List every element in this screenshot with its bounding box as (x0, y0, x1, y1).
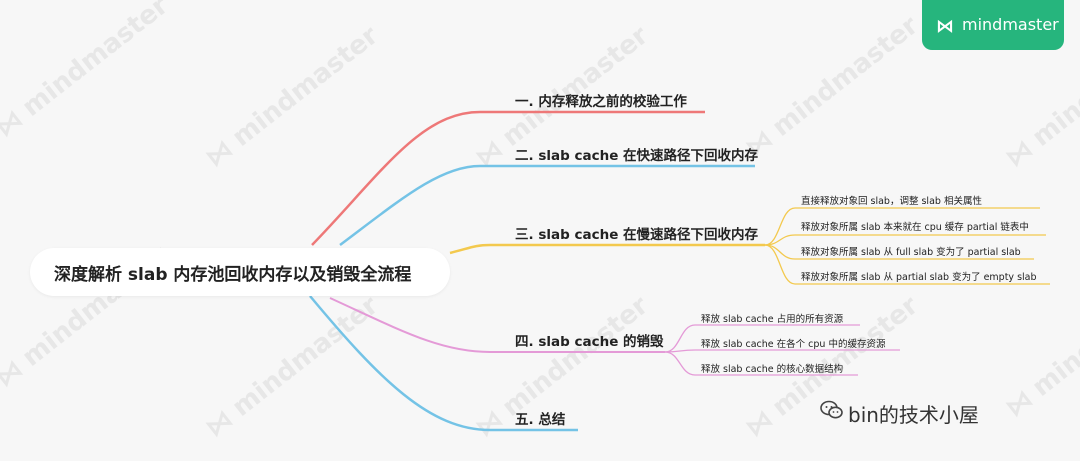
connector-branch-5 (309, 295, 578, 432)
mindmaster-logo: ⋈ mindmaster (922, 0, 1064, 50)
connector-branch-4 (329, 297, 665, 353)
branch-2-label[interactable]: 二. slab cache 在快速路径下回收内存 (515, 148, 759, 164)
branch-3-child-1[interactable]: 直接释放对象回 slab，调整 slab 相关属性 (801, 196, 982, 207)
connector-b4-child-1 (664, 324, 860, 353)
wechat-icon (820, 400, 843, 419)
root-node-label: 深度解析 slab 内存池回收内存以及销毁全流程 (54, 265, 412, 285)
branch-1-label[interactable]: 一. 内存释放之前的校验工作 (515, 94, 687, 110)
root-node[interactable]: 深度解析 slab 内存池回收内存以及销毁全流程 (30, 248, 450, 296)
branch-4-child-1[interactable]: 释放 slab cache 占用的所有资源 (701, 314, 844, 325)
branch-4-label[interactable]: 四. slab cache 的销毁 (515, 334, 664, 350)
connector-b4-child-3 (664, 351, 858, 376)
connector-b4-child-2 (664, 349, 900, 353)
connector-b3-child-1 (764, 207, 1040, 246)
connector-b3-child-2 (764, 234, 1046, 246)
branch-3-child-2[interactable]: 释放对象所属 slab 本来就在 cpu 缓存 partial 链表中 (801, 222, 1029, 233)
mindmaster-logo-icon: ⋈ (936, 16, 954, 37)
branch-3-child-4[interactable]: 释放对象所属 slab 从 partial slab 变为了 empty sla… (801, 272, 1037, 283)
branch-3-child-3[interactable]: 释放对象所属 slab 从 full slab 变为了 partial slab (801, 247, 1021, 258)
connector-b3-child-4 (764, 244, 1050, 285)
connector-branch-1 (311, 110, 705, 246)
branch-4-child-2[interactable]: 释放 slab cache 在各个 cpu 中的缓存资源 (701, 339, 886, 350)
connector-branch-2 (339, 164, 755, 246)
connector-branch-3 (449, 243, 765, 255)
mindmaster-logo-text: mindmaster (962, 15, 1059, 34)
branch-4-child-3[interactable]: 释放 slab cache 的核心数据结构 (701, 364, 844, 375)
wechat-account-name: bin的技术小屋 (848, 403, 979, 427)
branch-3-label[interactable]: 三. slab cache 在慢速路径下回收内存 (515, 227, 759, 243)
branch-5-label[interactable]: 五. 总结 (515, 412, 566, 428)
